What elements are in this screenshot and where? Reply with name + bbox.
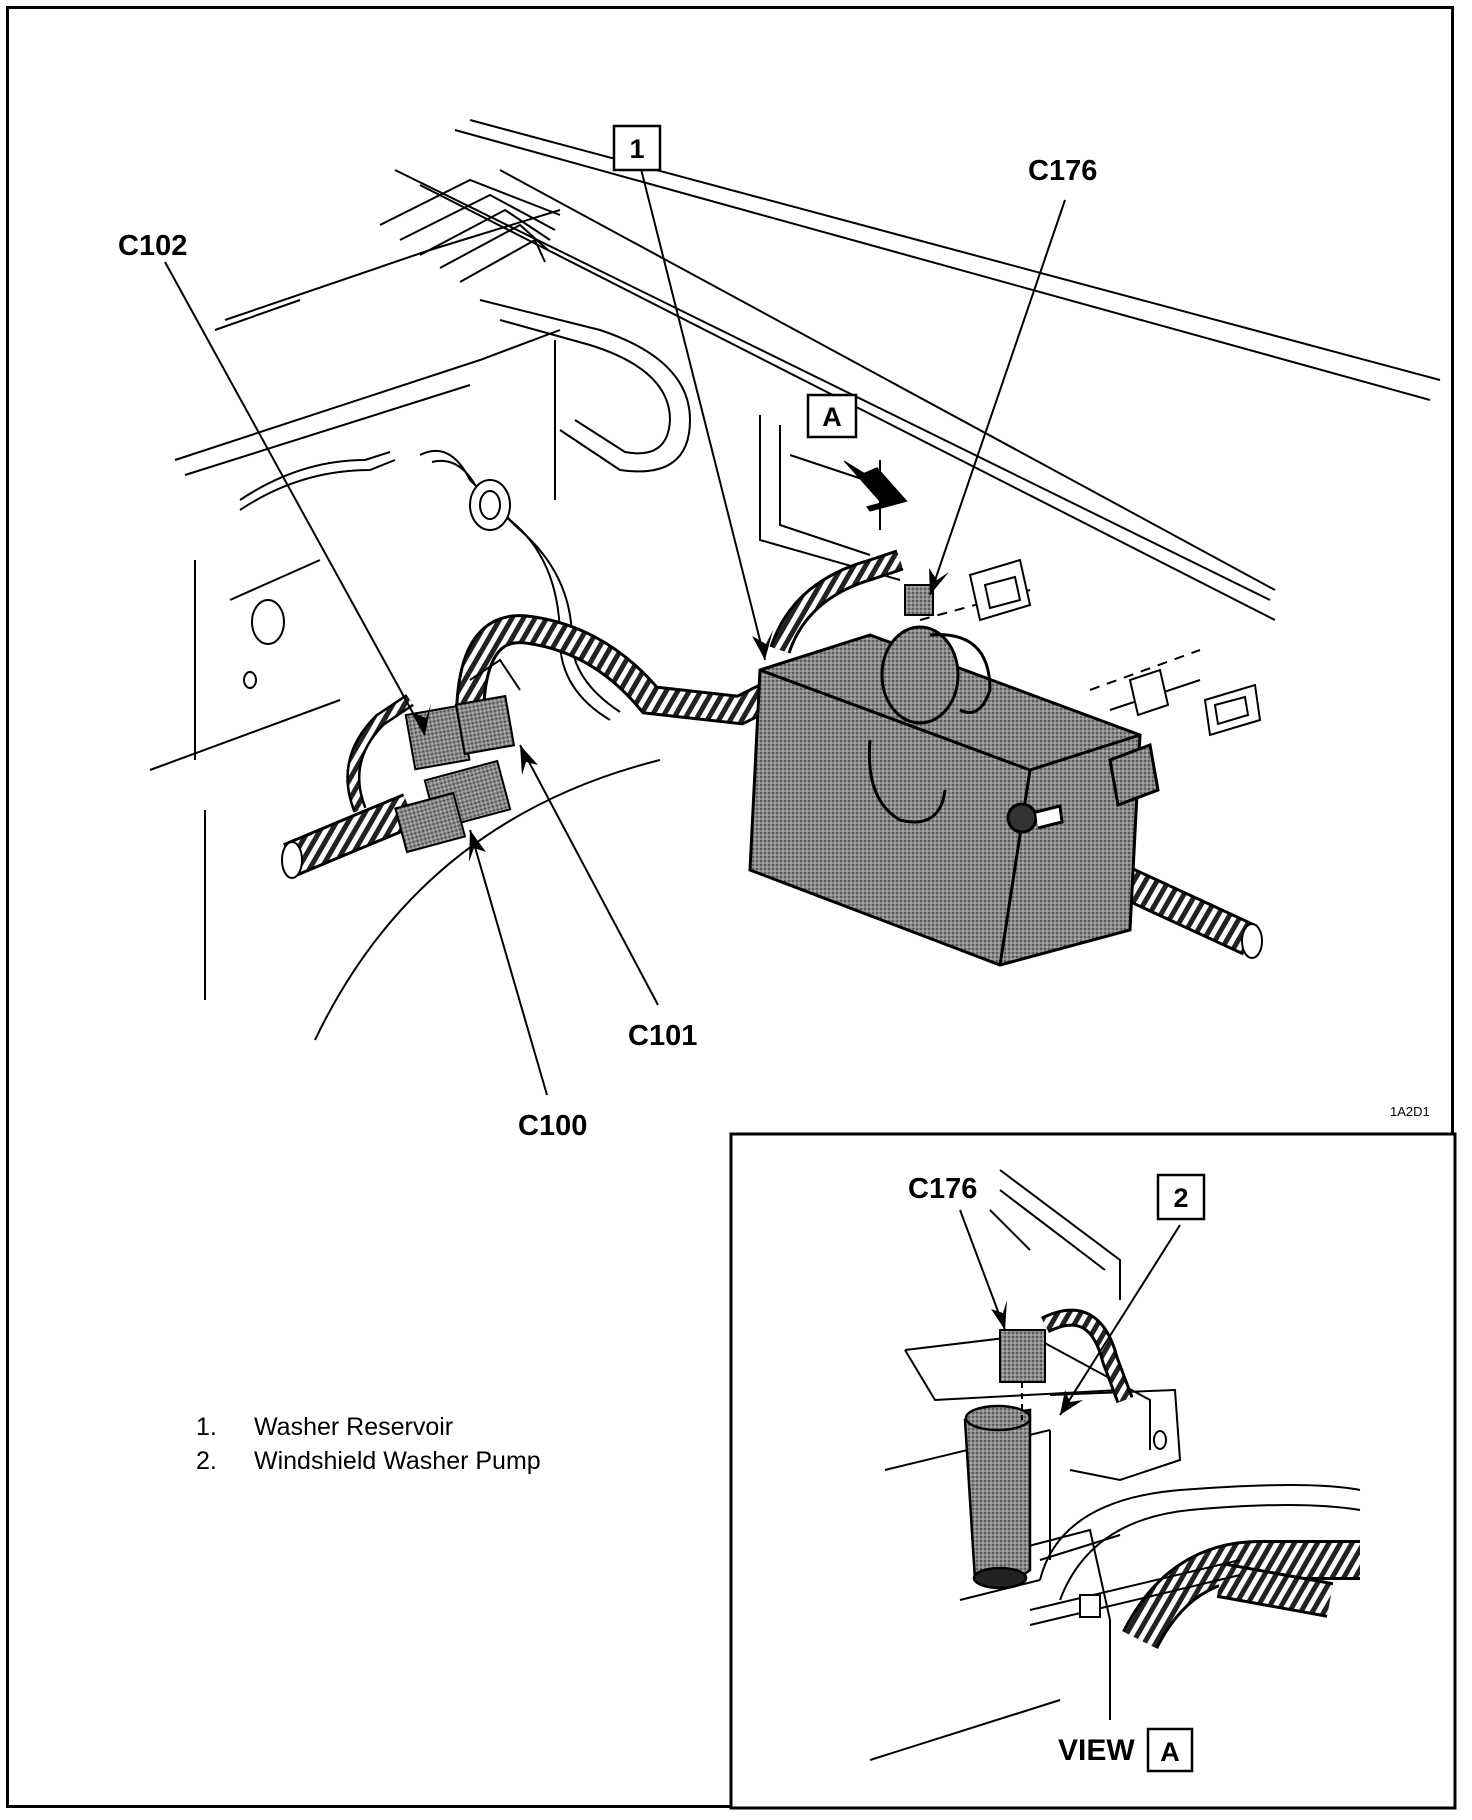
body-panel-lines — [149, 119, 1441, 1041]
leader-arrowheads — [412, 568, 949, 862]
callout-c101: C101 — [628, 1020, 697, 1052]
legend-item-text: Washer Reservoir — [254, 1413, 454, 1441]
figure-id: 1A2D1 — [1390, 1104, 1430, 1119]
view-a-label-letter: A — [1160, 1737, 1180, 1767]
washer-hose — [239, 450, 621, 721]
callout-c176-main: C176 — [1028, 155, 1097, 187]
leader-lines — [164, 164, 1066, 1096]
c176-connector-view — [999, 1329, 1046, 1420]
wiring-harness — [281, 549, 1263, 959]
item-1-box — [612, 124, 662, 172]
callout-c176-view: C176 — [908, 1173, 977, 1205]
item-1-number: 1 — [629, 134, 644, 164]
view-a-label: VIEW — [1058, 1734, 1135, 1767]
washer-reservoir — [748, 625, 1160, 967]
windshield-washer-pump — [963, 1404, 1032, 1590]
legend-item: 1. Washer Reservoir — [196, 1410, 541, 1444]
item-2-box — [1156, 1173, 1206, 1221]
legend-item-number: 1. — [196, 1413, 217, 1441]
callout-c100: C100 — [518, 1110, 587, 1142]
callout-c102: C102 — [118, 230, 187, 262]
view-a-harness — [1029, 1308, 1360, 1650]
view-a-marker — [806, 393, 858, 439]
view-a-leader-lines — [959, 1209, 1181, 1416]
view-a-label-box — [1146, 1727, 1194, 1773]
view-a-arrow — [843, 460, 908, 512]
view-a-marker-letter: A — [822, 402, 842, 432]
legend-item: 2. Windshield Washer Pump — [196, 1444, 541, 1478]
view-a-inset-frame — [729, 1132, 1457, 1810]
item-2-number: 2 — [1173, 1183, 1188, 1213]
parts-legend: 1. Washer Reservoir 2. Windshield Washer… — [196, 1410, 541, 1478]
c176-connector-main — [904, 584, 934, 616]
view-a-leader-arrowheads — [991, 1300, 1083, 1415]
legend-item-text: Windshield Washer Pump — [254, 1447, 541, 1475]
legend-item-number: 2. — [196, 1447, 217, 1475]
view-a-drawing — [869, 1169, 1361, 1761]
mounting-clips — [968, 558, 1262, 737]
